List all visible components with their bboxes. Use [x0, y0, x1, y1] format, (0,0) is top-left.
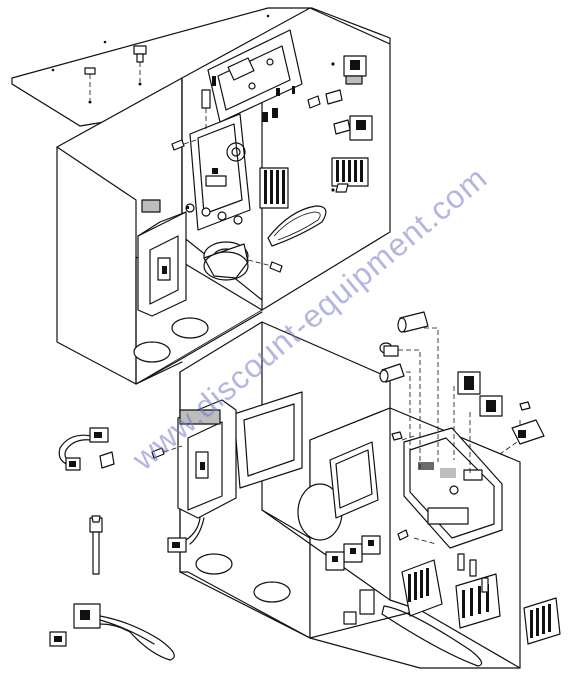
relay-clip	[307, 89, 343, 109]
breaker-screw	[151, 445, 183, 459]
breaker-wire	[185, 517, 201, 541]
pushbutton-start	[379, 363, 405, 383]
small-screws	[391, 401, 531, 541]
toggle-switch	[479, 395, 503, 417]
upper-breaker	[137, 199, 187, 317]
rocker-switch	[333, 115, 373, 141]
knob-connector	[511, 419, 545, 445]
knockout-hole	[171, 317, 209, 339]
upper-control-bracket	[185, 113, 251, 231]
overload-strap	[267, 205, 327, 247]
pin	[201, 89, 211, 130]
ct-screw	[247, 259, 283, 273]
knockout-hole	[253, 581, 291, 603]
current-transformer	[203, 241, 249, 281]
lower-side-bracket	[233, 391, 303, 489]
lid-screw-small	[84, 67, 96, 104]
lower-terminal-block	[401, 559, 443, 617]
fuse-terminal-block	[455, 553, 501, 629]
knockout-hole	[133, 341, 171, 363]
knockout-hole	[195, 553, 233, 575]
wire-harness-bottom	[49, 603, 175, 661]
upper-mounting-plate	[207, 29, 303, 123]
wire-harness-top	[58, 427, 109, 471]
control-module	[329, 441, 379, 519]
loose-terminal-block	[523, 597, 561, 645]
side-terminal-block	[331, 157, 369, 193]
relay-cluster	[325, 535, 381, 571]
pushbutton-green	[379, 342, 399, 357]
upper-terminal-block	[259, 167, 289, 209]
lower-breaker	[177, 399, 237, 519]
lid-screw	[133, 45, 147, 86]
sensor-probe	[89, 515, 103, 575]
control-board	[403, 427, 503, 549]
fuse-holder	[343, 589, 375, 625]
wire-connector	[167, 537, 187, 553]
selector-switch	[457, 371, 481, 395]
indicator-light	[397, 311, 429, 333]
lower-strap	[381, 605, 483, 667]
relay-switch	[343, 55, 367, 85]
fuse-clip	[99, 451, 115, 469]
bracket-screw	[171, 139, 197, 151]
breaker-wire	[189, 517, 205, 545]
